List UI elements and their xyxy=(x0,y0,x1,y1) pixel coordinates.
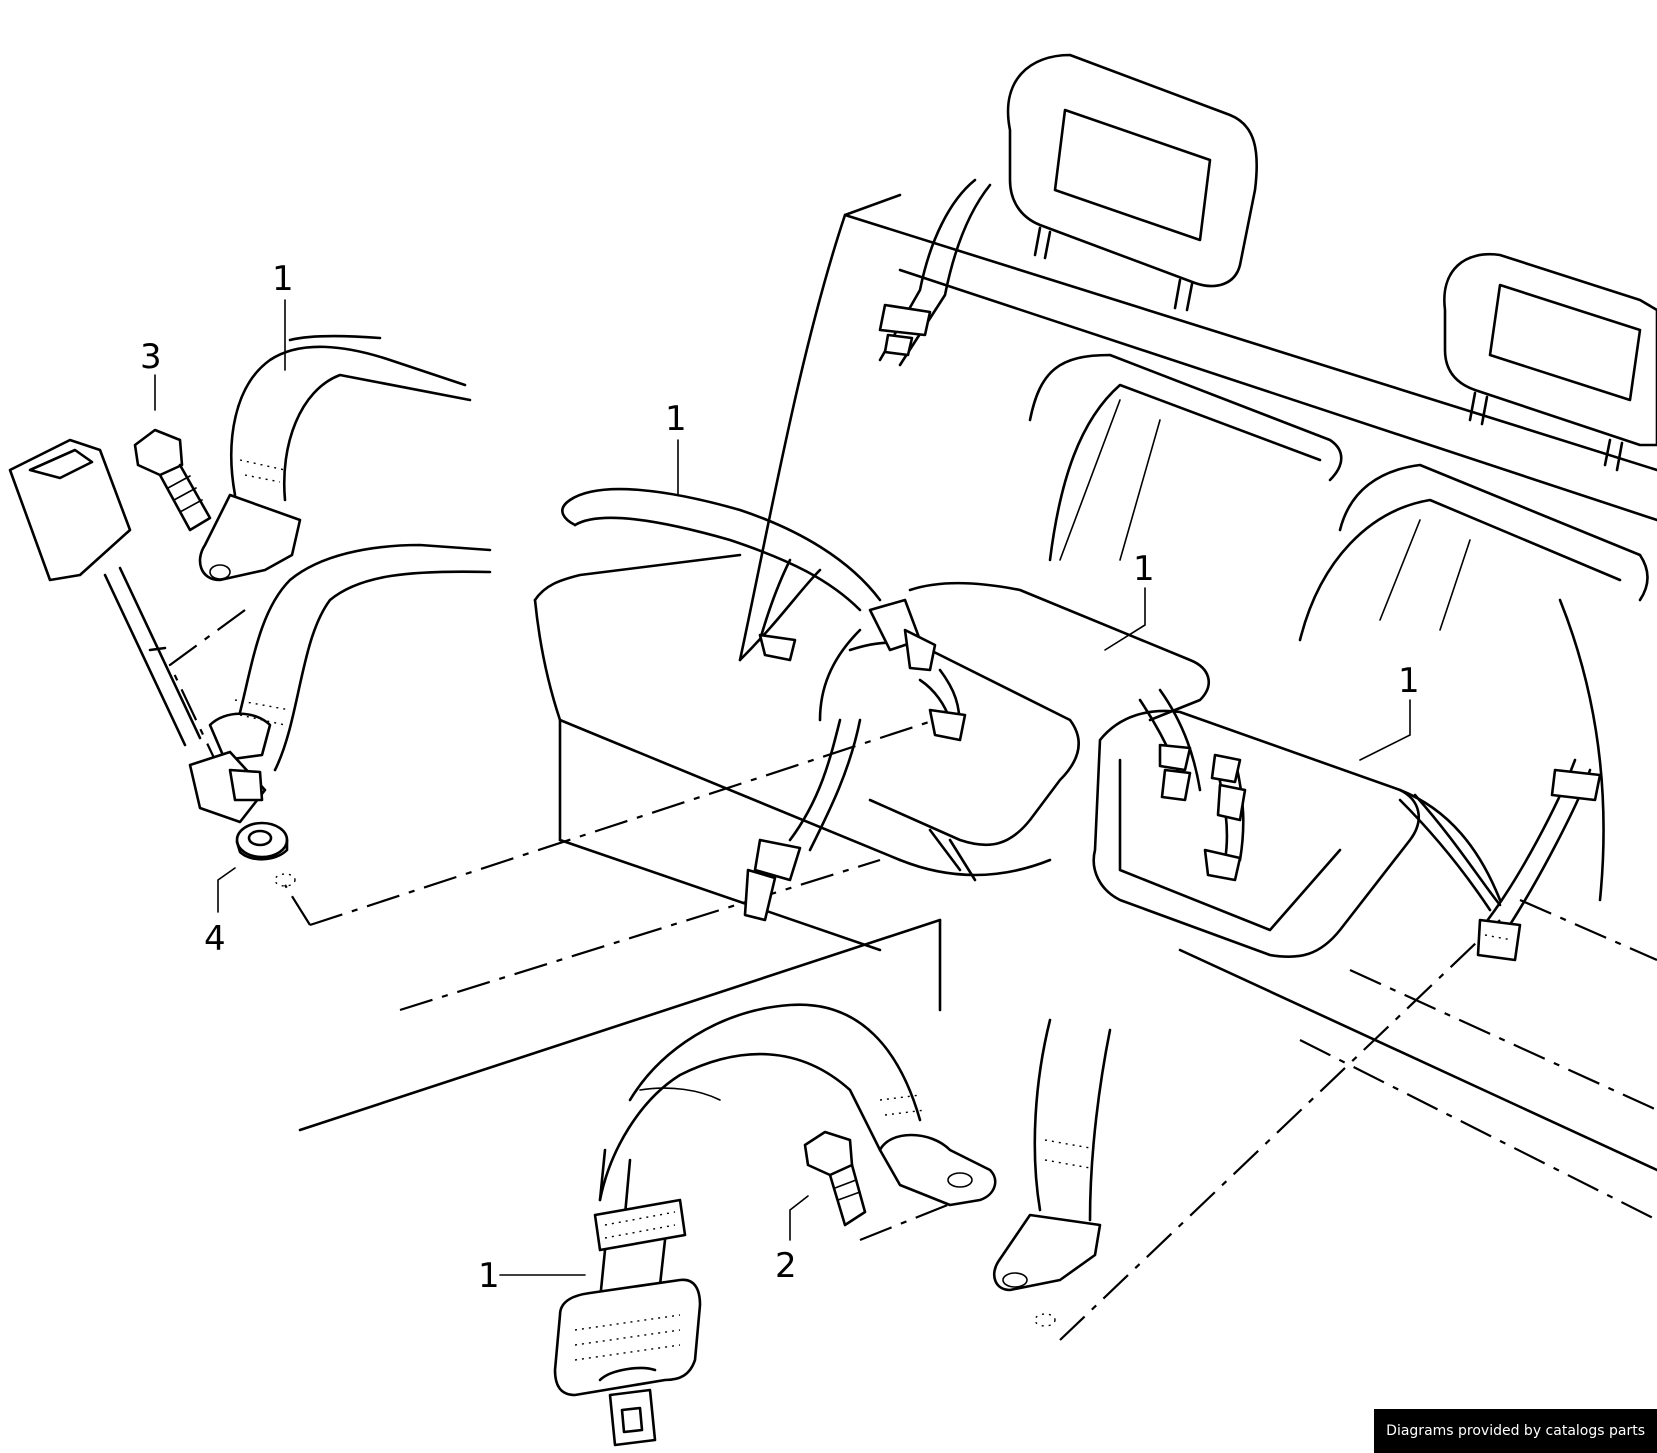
bolt-part-3 xyxy=(133,428,212,532)
callout-1-mid-right: 1 xyxy=(1133,549,1155,589)
floor-reference-lines xyxy=(298,858,1657,1221)
belt-upper-left xyxy=(198,334,492,772)
rear-seat-cushion xyxy=(533,553,1502,959)
headrest-left xyxy=(1006,53,1259,312)
callout-labels: 1 3 4 1 1 1 1 2 xyxy=(140,259,1420,1296)
assembly-lines xyxy=(168,609,1501,1341)
callout-4: 4 xyxy=(204,919,226,959)
belt-lower-right-anchor xyxy=(993,1018,1112,1327)
belt-upper-retractor xyxy=(878,178,992,367)
callout-1-upper-left: 1 xyxy=(272,259,294,299)
callout-leaders xyxy=(154,299,1411,1276)
belt-right-side xyxy=(1398,758,1602,962)
callout-3: 3 xyxy=(140,337,162,377)
belt-center-lap xyxy=(561,487,967,922)
bolt-part-2 xyxy=(803,1130,867,1227)
buckle-left-stalk xyxy=(8,438,267,824)
watermark-caption: Diagrams provided by catalogs parts xyxy=(1374,1409,1657,1453)
belt-lower-center xyxy=(553,1003,997,1447)
callout-2: 2 xyxy=(775,1246,797,1286)
callout-1-lower: 1 xyxy=(478,1256,500,1296)
washer-part-4 xyxy=(235,821,296,887)
belt-center-buckles xyxy=(928,688,1247,882)
callout-1-center: 1 xyxy=(665,399,687,439)
callout-1-right: 1 xyxy=(1398,661,1420,701)
rear-seat-backrest xyxy=(738,193,1657,902)
headrest-right xyxy=(1443,252,1657,472)
